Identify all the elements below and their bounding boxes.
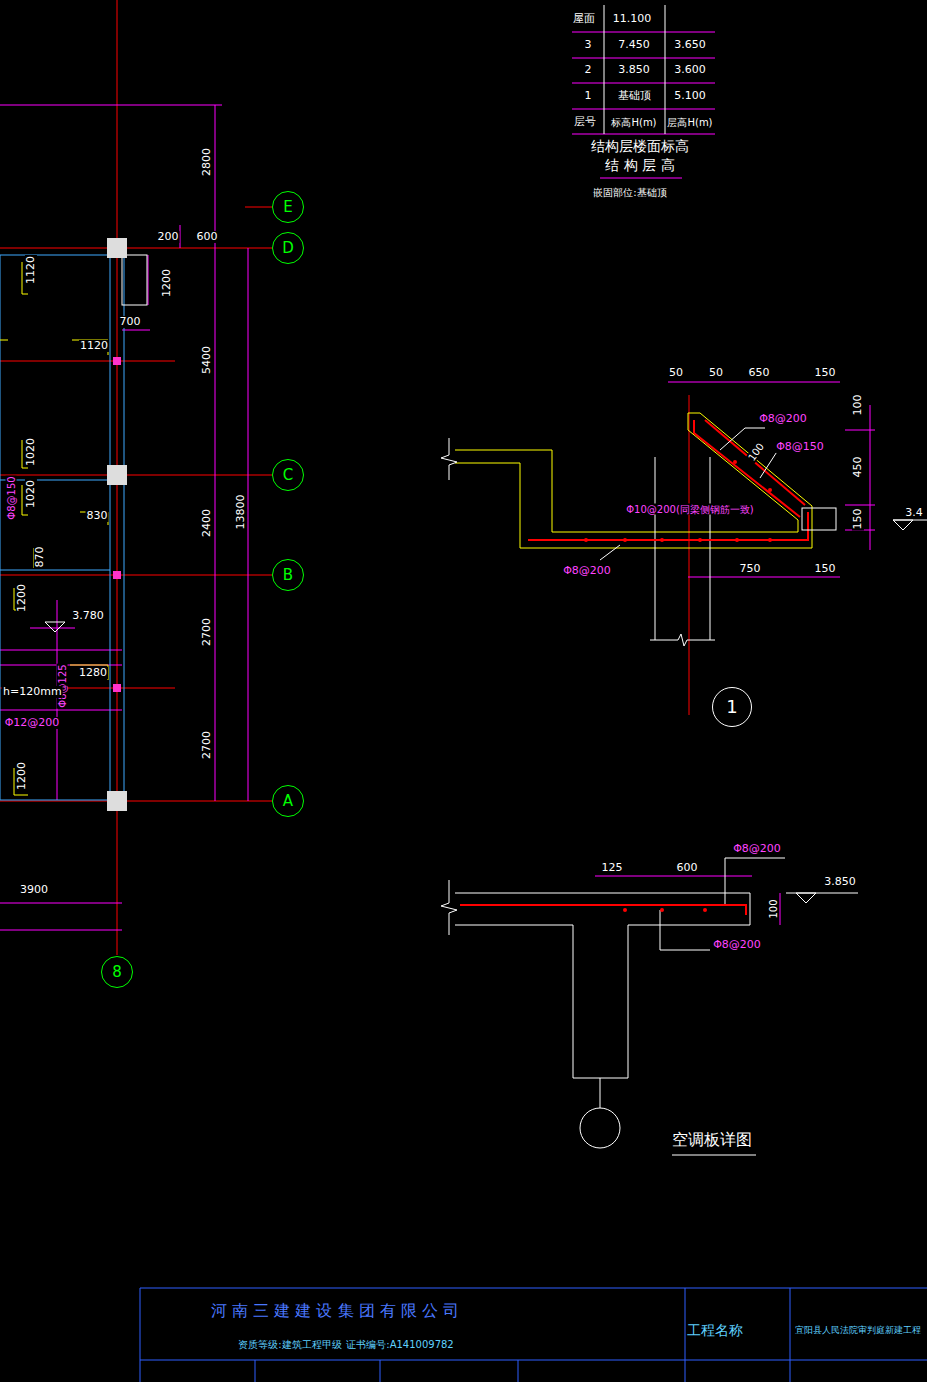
dimension-text: 100	[768, 898, 779, 919]
dimension-text: h=120mm	[2, 686, 63, 698]
dimension-text: 830	[86, 510, 109, 522]
dimension-text: 3.650	[673, 39, 707, 51]
dimension-text: Φ8@200	[562, 565, 612, 577]
dimension-text: 3	[584, 39, 593, 51]
axis-label: B	[283, 568, 293, 583]
dimension-text: Φ8@150	[775, 441, 825, 453]
dimension-text: 1120	[25, 255, 37, 285]
dimension-text: 1120	[79, 340, 109, 352]
dimension-text: 450	[852, 456, 864, 479]
dimension-text: 结 构 层 高	[604, 158, 675, 173]
dimension-text: 5400	[201, 345, 213, 375]
dimension-text: 2400	[201, 508, 213, 538]
dimension-text: 3900	[19, 884, 49, 896]
axis-label: C	[283, 468, 293, 483]
axis-bubble: 1	[712, 687, 752, 727]
axis-label: A	[283, 794, 293, 809]
dimension-text: Φ8@150	[6, 475, 17, 520]
dimension-text: 650	[748, 367, 771, 379]
dimension-text: 600	[196, 231, 219, 243]
dimension-text: 3.780	[71, 610, 105, 622]
axis-label: E	[283, 200, 292, 215]
dimension-text: 标高H(m)	[610, 117, 657, 128]
dimension-text: 150	[814, 367, 837, 379]
dimension-text: 150	[852, 508, 864, 531]
dimension-text: Φ10@200(同梁侧钢筋一致)	[625, 504, 755, 515]
dimension-text: 2	[584, 64, 593, 76]
dimension-text: 100	[745, 440, 766, 464]
dimension-text: Φ8@200	[758, 413, 808, 425]
dimension-text: 1200	[16, 583, 28, 613]
dimension-text: 基础顶	[617, 90, 652, 102]
axis-bubble: 8	[101, 956, 133, 988]
dimension-text: Φ8@200	[712, 939, 762, 951]
axis-bubble: C	[272, 459, 304, 491]
title-text: 河 南 三 建 建 设 集 团 有 限 公 司	[210, 1302, 460, 1320]
dimension-text: 1020	[25, 479, 37, 509]
title-text: 宜阳县人民法院审判庭新建工程	[794, 1326, 922, 1336]
dimension-text: 3.600	[673, 64, 707, 76]
dimension-text: 1	[584, 90, 593, 102]
dimension-text: 2700	[201, 617, 213, 647]
dimension-text: 600	[676, 862, 699, 874]
dimension-text: 13800	[235, 494, 247, 531]
dimension-text: Φ12@200	[4, 717, 61, 729]
dimension-text: 125	[601, 862, 624, 874]
dimension-text: 5.100	[673, 90, 707, 102]
axis-label: 1	[726, 698, 737, 716]
dimension-text: 150	[814, 563, 837, 575]
dimension-text: 7.450	[617, 39, 651, 51]
dimension-text: 50	[708, 367, 724, 379]
dimension-text: 1200	[16, 761, 28, 791]
dimension-text: 3.850	[823, 876, 857, 888]
axis-label: 8	[112, 965, 122, 980]
dimension-text: 11.100	[612, 13, 653, 25]
dimension-text: 1280	[78, 667, 108, 679]
dimension-text: 屋面	[572, 13, 596, 25]
dimension-text: 嵌固部位:基础顶	[592, 187, 667, 198]
axis-bubble: B	[272, 559, 304, 591]
dimension-text: 200	[157, 231, 180, 243]
dimension-text: 层号	[573, 116, 597, 128]
dimension-text: 2700	[201, 730, 213, 760]
title-text: 资质等级:建筑工程甲级	[237, 1339, 342, 1350]
dimension-text: 700	[119, 316, 142, 328]
dimension-text: 2800	[201, 147, 213, 177]
dimension-text: Φ8@200	[732, 843, 782, 855]
axis-bubble: A	[272, 785, 304, 817]
caption: 空调板详图	[671, 1131, 753, 1149]
dimension-text: 3.4	[904, 507, 924, 519]
dimension-text: 1200	[161, 268, 173, 298]
dimension-text: 100	[852, 394, 864, 417]
axis-bubble: E	[272, 191, 304, 223]
dimension-text: 结构层楼面标高	[590, 139, 690, 154]
dimension-text: 层高H(m)	[666, 117, 713, 128]
dimension-text: 870	[34, 546, 46, 569]
dimension-text: 50	[668, 367, 684, 379]
title-text: 工程名称	[686, 1323, 744, 1338]
axis-bubble: D	[272, 232, 304, 264]
dimension-text: 750	[739, 563, 762, 575]
axis-label: D	[282, 241, 294, 256]
title-text: 证书编号:A141009782	[345, 1339, 454, 1350]
dimension-text: 3.850	[617, 64, 651, 76]
dimension-text: 1020	[25, 437, 37, 467]
